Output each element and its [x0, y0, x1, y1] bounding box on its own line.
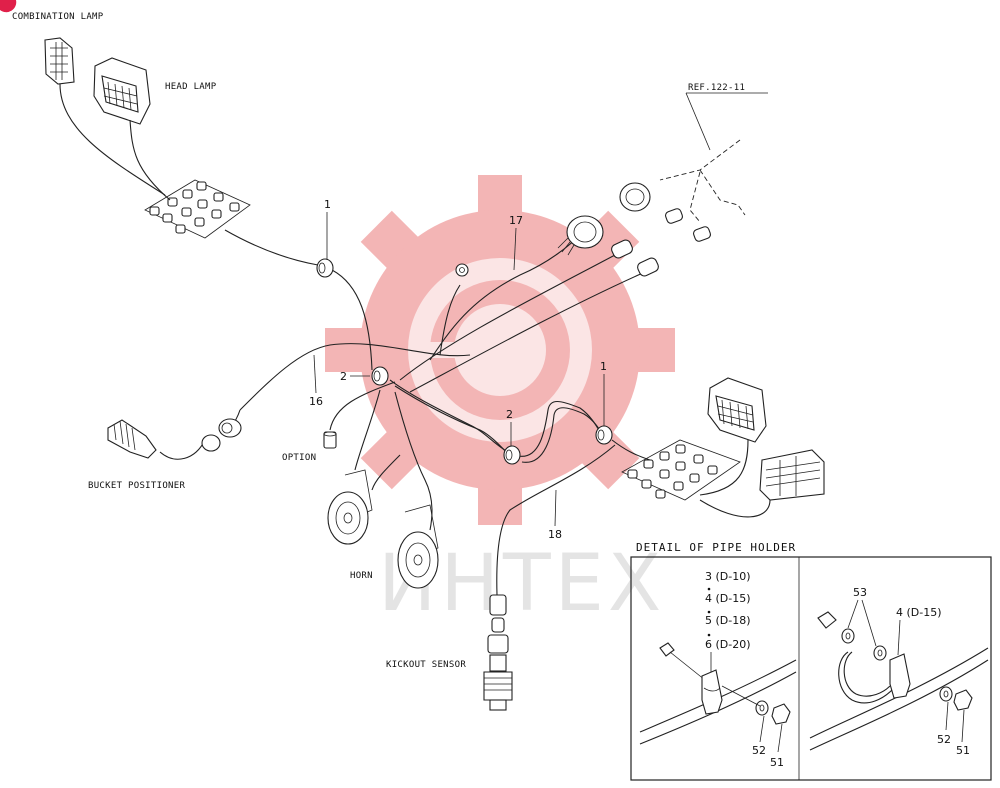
- combination-lamp-right-icon: [759, 449, 825, 501]
- detail-right-panel: 53 4 (D-15) 52 51: [809, 586, 989, 757]
- part-53: 53: [853, 586, 867, 599]
- grommet-2-mid: [503, 445, 521, 465]
- grommet-2-left: [371, 366, 389, 386]
- head-lamp-label: HEAD LAMP: [165, 82, 217, 92]
- spec-d20: 6 (D-20): [705, 638, 751, 651]
- spec-d18: 5 (D-18): [705, 614, 751, 627]
- connector-plug-a: [611, 239, 633, 259]
- spec-right-d15: 4 (D-15): [896, 606, 942, 619]
- callout-18: 18: [548, 528, 562, 541]
- callout-1-top: 1: [324, 198, 331, 211]
- callout-17: 17: [509, 214, 523, 227]
- round-connector-icon: [557, 215, 604, 256]
- kickout-sensor-label: KICKOUT SENSOR: [386, 660, 466, 670]
- connector-plug-b: [637, 257, 659, 277]
- part-52-left: 52: [752, 744, 766, 757]
- part-51-right: 51: [956, 744, 970, 757]
- bucket-positioner-icon: [107, 419, 157, 459]
- bucket-positioner-connector: [201, 418, 242, 452]
- spec-d10: 3 (D-10): [705, 570, 751, 583]
- callout-1-right: 1: [600, 360, 607, 373]
- combination-lamp-icon: [44, 37, 75, 85]
- horn-2-icon: [397, 504, 439, 589]
- part-51-left: 51: [770, 756, 784, 769]
- option-connector-icon: [323, 431, 337, 449]
- connector-cluster-right: [621, 439, 741, 501]
- bucket-positioner-label: BUCKET POSITIONER: [88, 481, 185, 491]
- connector-cluster-left: [144, 179, 251, 239]
- head-lamp-icon: [93, 57, 151, 125]
- kickout-sensor-icon: [483, 594, 513, 711]
- ref-label: REF.122-11: [688, 83, 745, 93]
- horn-1-icon: [327, 469, 373, 545]
- grommet-1-right: [595, 425, 613, 445]
- ref-round-connector-icon: [619, 182, 651, 212]
- callout-2-left: 2: [340, 370, 347, 383]
- combination-lamp-label: COMBINATION LAMP: [12, 12, 104, 22]
- detail-box: [630, 556, 992, 781]
- corner-mark-icon: [0, 0, 17, 13]
- part-52-right: 52: [937, 733, 951, 746]
- horn-label: HORN: [350, 571, 373, 581]
- grommet-1-top: [316, 258, 334, 278]
- detail-title: DETAIL OF PIPE HOLDER: [636, 541, 796, 554]
- option-label: OPTION: [282, 453, 316, 463]
- detail-left-panel: 3 (D-10) 4 (D-15) 5 (D-18) 6 (D-20) 52 5…: [639, 570, 797, 769]
- ring-terminal-icon: [455, 263, 469, 277]
- spec-d15: 4 (D-15): [705, 592, 751, 605]
- watermark-gear-logo: [325, 175, 675, 525]
- head-lamp-right-icon: [707, 377, 767, 443]
- callout-2-mid: 2: [506, 408, 513, 421]
- callout-16: 16: [309, 395, 323, 408]
